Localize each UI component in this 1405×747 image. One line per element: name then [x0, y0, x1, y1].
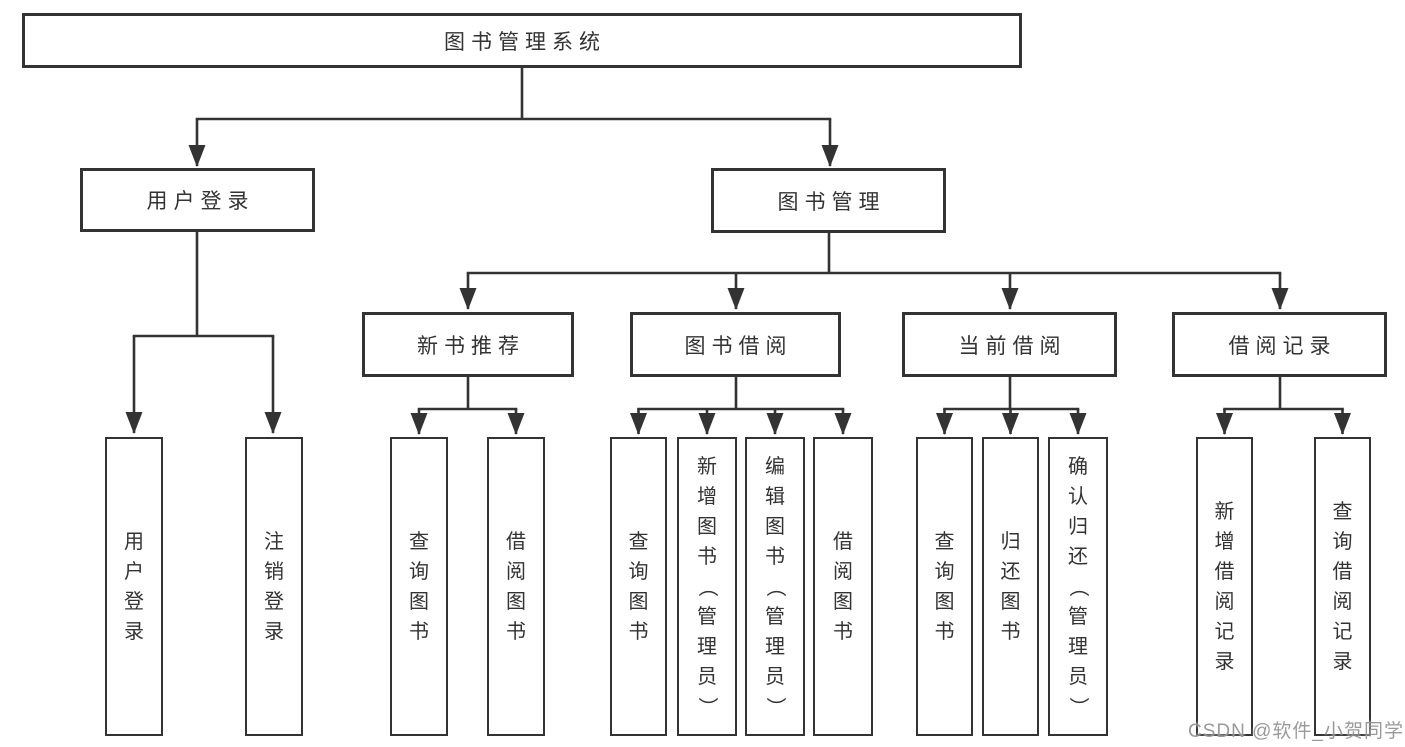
leaf-return-book: 归还图书: [982, 437, 1039, 736]
node-library-system: 图书管理系统: [22, 13, 1022, 68]
node-current-borrow: 当前借阅: [902, 312, 1117, 377]
csdn-watermark: CSDN @软件_小贺同学: [1188, 721, 1404, 742]
node-book-borrow: 图书借阅: [630, 312, 841, 377]
leaf-user-login: 用户登录: [105, 437, 163, 736]
leaf-recommend-query-book: 查询图书: [390, 437, 448, 736]
leaf-current-query-book: 查询图书: [916, 437, 973, 736]
leaf-add-book-admin: 新增图书（管理员）: [677, 437, 737, 736]
leaf-query-borrow-record: 查询借阅记录: [1314, 437, 1371, 736]
leaf-borrow-query-book: 查询图书: [610, 437, 667, 736]
leaf-logout: 注销登录: [245, 437, 303, 736]
leaf-confirm-return-admin: 确认归还（管理员）: [1048, 437, 1108, 736]
node-book-management: 图书管理: [711, 168, 946, 233]
leaf-add-borrow-record: 新增借阅记录: [1196, 437, 1253, 736]
node-new-book-recommend: 新书推荐: [362, 312, 574, 377]
node-borrow-record: 借阅记录: [1172, 312, 1387, 377]
leaf-recommend-borrow-book: 借阅图书: [487, 437, 545, 736]
leaf-borrow-book: 借阅图书: [813, 437, 873, 736]
leaf-edit-book-admin: 编辑图书（管理员）: [745, 437, 805, 736]
node-user-login: 用户登录: [80, 168, 315, 232]
